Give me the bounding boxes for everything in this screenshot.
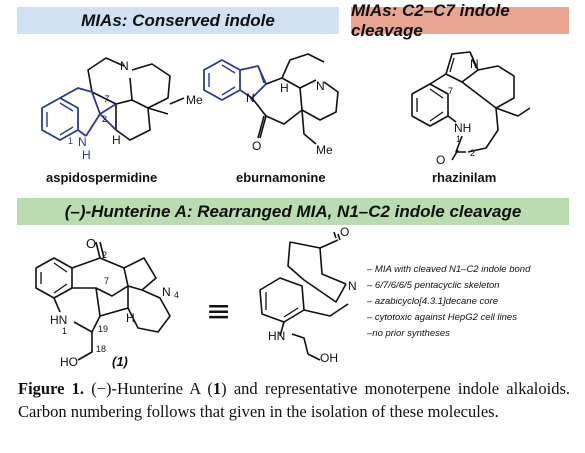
atom-n-indole: N (246, 91, 255, 105)
name-aspidospermidine: aspidospermidine (46, 170, 158, 185)
atom-n: N (316, 79, 325, 93)
atom-n: N (162, 285, 171, 299)
atom-4: 4 (174, 290, 179, 300)
section-band-c2-c7-cleavage: MIAs: C2–C7 indole cleavage (351, 1, 569, 40)
hunterine-a-3d-drawing: O N HN OH (259, 225, 357, 365)
atom-7: 7 (104, 94, 110, 104)
note-item: – MIA with cleaved N1–C2 indole bond (367, 264, 531, 275)
structure-aspidospermidine: N Me 7 2 H 1 N H (20, 40, 210, 165)
atom-18: 18 (96, 344, 106, 354)
atom-me: Me (316, 143, 333, 157)
structure-hunterine-a-3d: O N HN OH (250, 225, 370, 366)
band-label: MIAs: Conserved indole (81, 10, 275, 30)
compound-label: (1) (112, 354, 128, 369)
atom-hn: HN (268, 329, 285, 343)
structure-rhazinilam: N 7 NH 1 2 O (390, 40, 570, 170)
atom-me: Me (186, 93, 203, 107)
atom-nh: N (78, 135, 87, 149)
atom-1: 1 (456, 134, 461, 144)
atom-7: 7 (104, 276, 109, 286)
caption-text-2: ) and representative monoterpene indole … (18, 379, 571, 421)
atom-o: O (86, 236, 96, 251)
equivalence-symbol: ≡ (206, 294, 232, 329)
note-item: – azabicyclo[4.3.1]decane core (367, 296, 498, 307)
note-item: – cytotoxic against HepG2 cell lines (367, 312, 517, 323)
aspidospermidine-drawing: N Me 7 2 H 1 N H (41, 57, 203, 162)
structure-eburnamonine: N N H O Me (190, 40, 360, 170)
atom-19: 19 (98, 324, 108, 334)
atom-n: N (120, 59, 129, 73)
atom-2: 2 (102, 250, 107, 260)
name-eburnamonine: eburnamonine (236, 170, 326, 185)
atom-2: 2 (470, 148, 475, 158)
rhazinilam-drawing: N 7 NH 1 2 O (411, 51, 531, 167)
atom-hn: HN (50, 313, 67, 327)
caption-compound: 1 (212, 379, 222, 398)
atom-2: 2 (102, 114, 107, 124)
caption-text-1: (−)-Hunterine A ( (91, 379, 213, 398)
band-label: (–)-Hunterine A: Rearranged MIA, N1–C2 i… (64, 201, 522, 221)
atom-h: H (112, 133, 121, 147)
hunterine-a-drawing: O 2 7 N 4 H HN 1 19 18 HO (1) (35, 236, 179, 369)
caption-label: Figure 1. (18, 379, 84, 398)
atom-1: 1 (62, 326, 67, 336)
atom-h: H (280, 81, 289, 95)
atom-nh: NH (454, 121, 471, 135)
atom-o: O (252, 139, 261, 153)
atom-ho: HO (60, 355, 78, 369)
note-item: –no prior syntheses (367, 328, 450, 339)
figure-caption: Figure 1. (−)-Hunterine A (1) and repres… (18, 378, 570, 423)
eburnamonine-drawing: N N H O Me (203, 53, 339, 157)
atom-n: N (348, 279, 357, 293)
atom-n: N (470, 57, 479, 71)
atom-7: 7 (448, 86, 453, 96)
atom-o: O (340, 225, 349, 239)
atom-o: O (436, 153, 445, 167)
name-rhazinilam: rhazinilam (432, 170, 497, 185)
section-band-hunterine: (–)-Hunterine A: Rearranged MIA, N1–C2 i… (17, 198, 569, 225)
band-label: MIAs: C2–C7 indole cleavage (351, 0, 510, 40)
feature-notes: – MIA with cleaved N1–C2 indole bond – 6… (367, 262, 567, 342)
atom-oh: OH (320, 351, 338, 365)
atom-1: 1 (68, 136, 73, 146)
structure-hunterine-a: O 2 7 N 4 H HN 1 19 18 HO (1) (20, 228, 210, 374)
atom-nh-h: H (82, 148, 91, 162)
atom-h: H (126, 311, 135, 325)
section-band-conserved-indole: MIAs: Conserved indole (17, 7, 339, 34)
note-item: – 6/7/6/6/5 pentacyclic skeleton (367, 280, 500, 291)
